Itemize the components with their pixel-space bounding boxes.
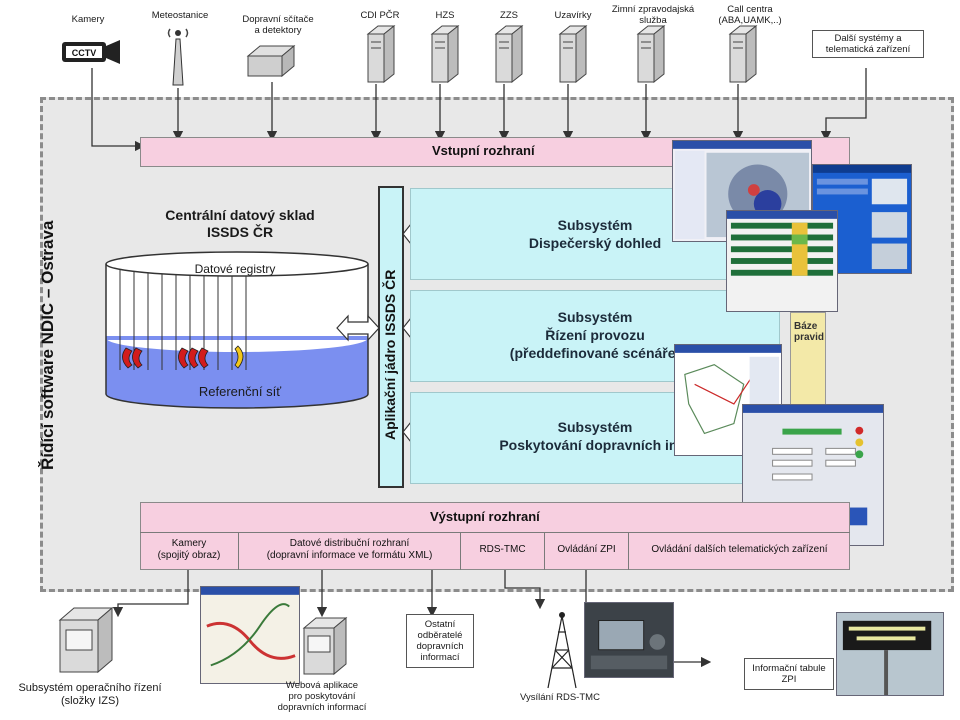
output-interface-title: Výstupní rozhraní	[430, 509, 540, 524]
data-registry-label: Datové registry	[194, 262, 276, 276]
reference-network-label: Referenční síť	[198, 384, 282, 399]
output-cell-zpi: Ovládání ZPI	[544, 532, 628, 570]
computer-icon-web	[302, 616, 348, 676]
consumer-label-others: Ostatní odběratelé dopravních informací	[406, 614, 474, 668]
server-icon	[366, 24, 396, 84]
application-core-box	[378, 186, 404, 488]
table-screenshot	[726, 210, 838, 312]
rule-base-box: Báze pravid	[790, 312, 826, 412]
output-cells-divider	[140, 532, 850, 533]
server-icon	[636, 24, 666, 84]
subsystem-traffic-control-label: Subsystém Řízení provozu (předdefinované…	[509, 309, 681, 361]
data-store-title-1: Centrální datový sklad	[165, 207, 315, 223]
output-cell-cameras: Kamery (spojitý obraz)	[157, 538, 221, 561]
data-store-title-2: ISSDS ČR	[206, 224, 274, 240]
vms-sign-photo	[836, 612, 944, 696]
weather-station-icon	[167, 28, 189, 86]
server-icon	[558, 24, 588, 84]
source-label-dalsi: Další systémy a telematická zařízení	[812, 30, 924, 58]
source-label-kamery: Kamery	[71, 14, 105, 25]
output-interface-bar	[140, 502, 850, 570]
source-label-scitace: Dopravní sčítače a detektory	[242, 14, 314, 36]
subsystem-info-label: Subsystém Poskytování dopravních info	[499, 419, 690, 453]
traffic-counter-icon	[246, 44, 296, 78]
rule-base-label: Báze pravid	[794, 321, 825, 343]
source-label-hzs: HZS	[435, 10, 455, 21]
consumer-label-izs: Subsystém operačního řízení (složky IZS)	[18, 682, 162, 707]
cctv-text: CCTV	[72, 48, 97, 58]
source-label-zimni: Zimní zpravodajská služba	[611, 4, 695, 26]
rds-antenna-icon	[547, 612, 577, 689]
cctv-camera-icon: CCTV	[62, 40, 120, 64]
consumer-label-zpi: Informační tabule ZPI	[744, 658, 834, 690]
computer-icon-izs	[58, 606, 114, 674]
output-cell-rds-tmc: RDS-TMC	[460, 532, 544, 570]
source-label-meteostanice: Meteostanice	[151, 10, 209, 21]
consumer-label-web: Webová aplikace pro poskytování dopravní…	[277, 680, 367, 713]
subsystem-dispatcher-label: Subsystém Dispečerský dohled	[528, 217, 662, 251]
car-radio-photo	[584, 602, 674, 678]
input-interface-title: Vstupní rozhraní	[432, 143, 535, 158]
source-label-cdi: CDI PČR	[360, 10, 400, 21]
output-cell-xml: Datové distribuční rozhraní (dopravní in…	[238, 532, 460, 570]
server-icon	[430, 24, 460, 84]
server-icon	[494, 24, 524, 84]
source-label-callcentra: Call centra (ABA,UAMK,..)	[718, 4, 782, 26]
source-label-zzs: ZZS	[500, 10, 518, 21]
output-cell-other-devices: Ovládání dalších telematických zařízení	[628, 532, 850, 570]
data-store-cylinder	[105, 251, 369, 409]
server-icon	[728, 24, 758, 84]
source-label-uzavirky: Uzavírky	[554, 10, 592, 21]
web-map-screenshot	[200, 586, 300, 684]
consumer-label-rds: Vysílání RDS-TMC	[520, 692, 600, 703]
